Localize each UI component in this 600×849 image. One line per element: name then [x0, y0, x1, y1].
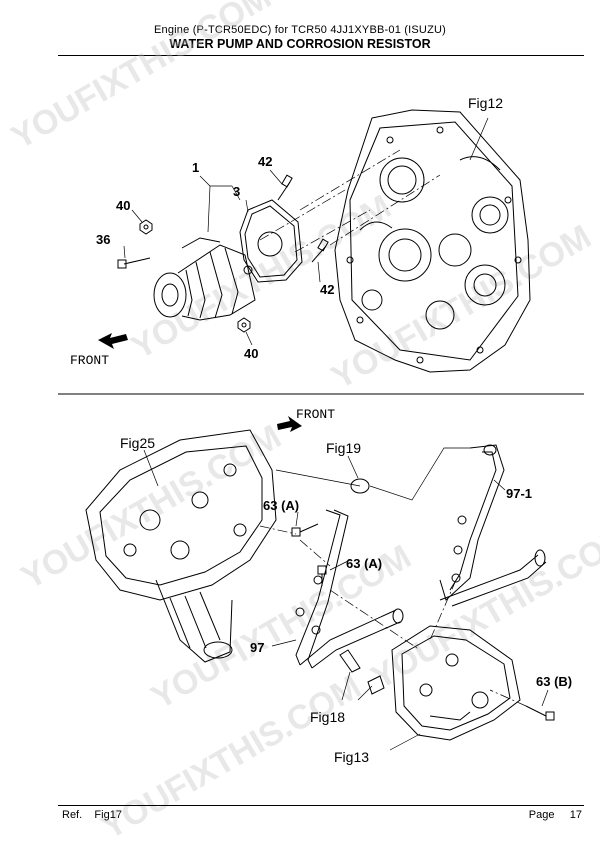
footer-ref-label: Ref.: [62, 809, 83, 821]
label-fig18: Fig18: [310, 709, 345, 725]
label-part-40-upper: 40: [116, 198, 130, 213]
bolt-63b: [525, 705, 555, 721]
footer-page-number: 17: [569, 809, 582, 821]
label-part-63b: 63 (B): [536, 674, 572, 689]
water-pump-drawing: [153, 237, 256, 321]
bolt-42-lower: [311, 238, 329, 263]
nut-40-upper: [139, 219, 153, 235]
label-part-36: 36: [96, 232, 110, 247]
front-arrow-bottom: [277, 416, 302, 432]
timing-gear-case-drawing: [334, 109, 531, 373]
gasket-3-drawing: [239, 199, 303, 283]
bottom-leader-lines: [143, 447, 549, 751]
bracket-fig13-drawing: [391, 625, 521, 741]
oil-cooler-housing-drawing: [85, 429, 277, 663]
fig19-part: [350, 478, 370, 494]
engine-subtitle: Engine (P-TCR50EDC) for TCR50 4JJ1XYBB-0…: [153, 24, 446, 36]
nut-40-lower: [237, 317, 251, 333]
watermarks: YOUFIXTHIS.COM YOUFIXTHIS.COM YOUFIXTHIS…: [5, 0, 600, 847]
label-fig25: Fig25: [120, 435, 155, 451]
footer-ref: Ref. Fig17: [62, 809, 122, 821]
label-part-1: 1: [192, 160, 199, 175]
label-part-40-lower: 40: [244, 346, 258, 361]
footer-ref-value: Fig17: [94, 809, 122, 821]
label-part-63a-upper: 63 (A): [263, 498, 299, 513]
label-fig19: Fig19: [326, 440, 361, 456]
front-arrow-top: [98, 333, 128, 349]
label-part-42-lower: 42: [320, 282, 334, 297]
watermark-text: YOUFIXTHIS.COM: [5, 0, 278, 157]
label-part-97-1: 97-1: [506, 486, 532, 501]
label-part-42-upper: 42: [258, 154, 272, 169]
footer-page-label: Page: [528, 809, 555, 821]
top-leader-lines: [123, 117, 489, 346]
coolant-pipe-97-1-drawing: [439, 444, 547, 607]
fig18-part: [367, 675, 385, 695]
bottom-labels: FRONT Fig25 Fig19 63 (A) 63 (A) 97-1 97 …: [120, 407, 572, 765]
watermark-text: YOUFIXTHIS.COM: [95, 668, 368, 847]
bolt-36: [117, 257, 151, 269]
bolt-42-upper: [277, 174, 293, 201]
label-fig13: Fig13: [334, 749, 369, 765]
label-part-97: 97: [250, 640, 264, 655]
label-fig12: Fig12: [468, 95, 503, 111]
label-part-63a-lower: 63 (A): [346, 556, 382, 571]
page-title: WATER PUMP AND CORROSION RESISTOR: [169, 37, 431, 51]
top-labels: Fig12 1 3 42 42 40 36 40 FRONT: [70, 95, 503, 368]
coolant-pipe-97-drawing: [295, 509, 404, 673]
header-rule: [58, 55, 584, 56]
bolt-63a-lower: [317, 565, 327, 586]
label-front-top: FRONT: [70, 353, 109, 368]
page-header: Engine (P-TCR50EDC) for TCR50 4JJ1XYBB-0…: [0, 24, 600, 51]
label-front-bottom: FRONT: [296, 407, 335, 422]
footer-rule: [58, 805, 584, 806]
label-part-3: 3: [233, 184, 240, 199]
footer-page: Page 17: [529, 809, 582, 821]
bolt-63a-upper: [291, 523, 319, 537]
